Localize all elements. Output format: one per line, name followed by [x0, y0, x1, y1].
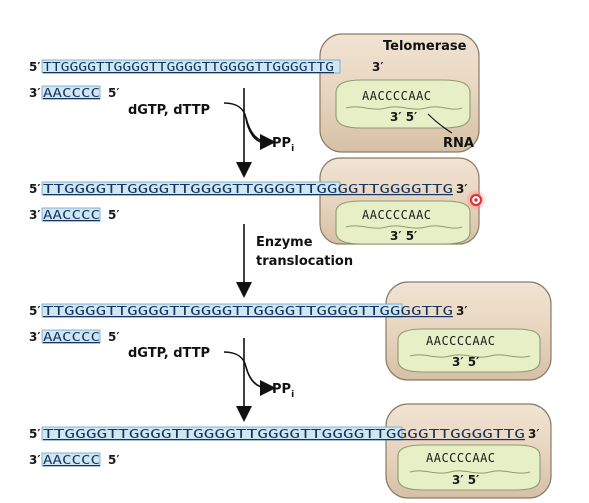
top-strand-sequence: TTGGGGTTGGGGTTGGGGTTGGGGTTGGGGTTGGGGTTG — [43, 182, 453, 196]
bottom-strand-sequence: AACCCC — [43, 208, 100, 222]
three-prime-label: 3′ — [528, 427, 540, 441]
step-translocation: Enzyme translocation — [236, 224, 353, 298]
five-prime-label: 5′ — [108, 86, 120, 100]
substrates-label: dGTP, dTTP — [128, 346, 210, 361]
five-prime-label: 5′ — [29, 60, 41, 74]
rna-ends: 3′ 5′ — [390, 110, 417, 124]
stage-2: AACCCCAAC 3′ 5′ 5′ TTGGGGTTGGGGTTGGGGTTG… — [29, 157, 487, 245]
pyrophosphate-label: PPi — [272, 382, 294, 400]
substrates-label: dGTP, dTTP — [128, 103, 210, 118]
rna-ends: 3′ 5′ — [390, 229, 417, 243]
rna-ends: 3′ 5′ — [452, 473, 479, 487]
three-prime-label: 3′ — [29, 208, 41, 222]
three-prime-label: 3′ — [29, 330, 41, 344]
bottom-strand-highlight — [41, 452, 101, 467]
rna-ends: 3′ 5′ — [452, 355, 479, 369]
rna-sequence: AACCCCAAC — [362, 208, 432, 222]
translocation-label-line1: Enzyme — [256, 235, 313, 250]
bottom-strand-highlight — [41, 329, 101, 344]
telomerase-enzyme-3: AACCCCAAC 3′ 5′ — [385, 281, 552, 381]
stage-3: AACCCCAAC 3′ 5′ 5′ TTGGGGTTGGGGTTGGGGTTG… — [29, 281, 552, 381]
five-prime-label: 5′ — [29, 182, 41, 196]
telomerase-enzyme-1: Telomerase AACCCCAAC 3′ 5′ — [319, 33, 480, 153]
five-prime-label: 5′ — [108, 330, 120, 344]
five-prime-label: 5′ — [29, 427, 41, 441]
stage-4: AACCCCAAC 3′ 5′ 5′ TTGGGGTTGGGGTTGGGGTTG… — [29, 403, 552, 499]
five-prime-label: 5′ — [29, 304, 41, 318]
rna-template-3: AACCCCAAC 3′ 5′ — [397, 328, 541, 373]
three-prime-label: 3′ — [29, 86, 41, 100]
translocation-label-line2: translocation — [256, 254, 353, 269]
red-marker — [465, 189, 487, 211]
top-strand-highlight — [41, 303, 403, 318]
rna-template-1: AACCCCAAC 3′ 5′ — [335, 79, 471, 129]
telomerase-title: Telomerase — [383, 39, 467, 54]
three-prime-label: 3′ — [456, 182, 468, 196]
three-prime-label: 3′ — [372, 60, 384, 74]
bottom-strand-highlight — [41, 85, 101, 100]
rna-label: RNA — [443, 136, 474, 151]
top-strand-highlight — [41, 181, 341, 196]
bottom-strand-sequence: AACCCC — [43, 86, 100, 100]
telomerase-enzyme-2: AACCCCAAC 3′ 5′ — [319, 157, 480, 245]
three-prime-label: 3′ — [456, 304, 468, 318]
top-strand-sequence: TTGGGGTTGGGGTTGGGGTTGGGGTTGGGGTTGGGGTTGG… — [43, 427, 525, 441]
rna-template-2: AACCCCAAC 3′ 5′ — [335, 200, 471, 245]
five-prime-label: 5′ — [108, 208, 120, 222]
rna-template-4: AACCCCAAC 3′ 5′ — [397, 444, 541, 491]
stage-1: Telomerase AACCCCAAC 3′ 5′ 5′ TTGGGGTTGG… — [29, 33, 480, 153]
top-strand-highlight — [41, 59, 341, 74]
rna-sequence: AACCCCAAC — [362, 89, 432, 103]
telomerase-enzyme-4: AACCCCAAC 3′ 5′ — [385, 403, 552, 499]
top-strand-highlight — [41, 426, 403, 441]
five-prime-label: 5′ — [108, 453, 120, 467]
step-nucleotide-addition-1: dGTP, dTTP PPi — [128, 88, 294, 178]
bottom-strand-sequence: AACCCC — [43, 330, 100, 344]
bottom-strand-highlight — [41, 207, 101, 222]
top-strand-sequence: TTGGGGTTGGGGTTGGGGTTGGGGTTGGGGTTGGGGTTG — [43, 304, 453, 318]
three-prime-label: 3′ — [29, 453, 41, 467]
step-nucleotide-addition-2: dGTP, dTTP PPi — [128, 338, 294, 422]
pyrophosphate-label: PPi — [272, 136, 294, 154]
bottom-strand-sequence: AACCCC — [43, 453, 100, 467]
top-strand-sequence: TTGGGGTTGGGGTTGGGGTTGGGGTTGGGGTTG — [43, 60, 334, 74]
rna-callout: RNA — [427, 113, 474, 151]
rna-sequence: AACCCCAAC — [426, 334, 496, 348]
rna-sequence: AACCCCAAC — [426, 451, 496, 465]
